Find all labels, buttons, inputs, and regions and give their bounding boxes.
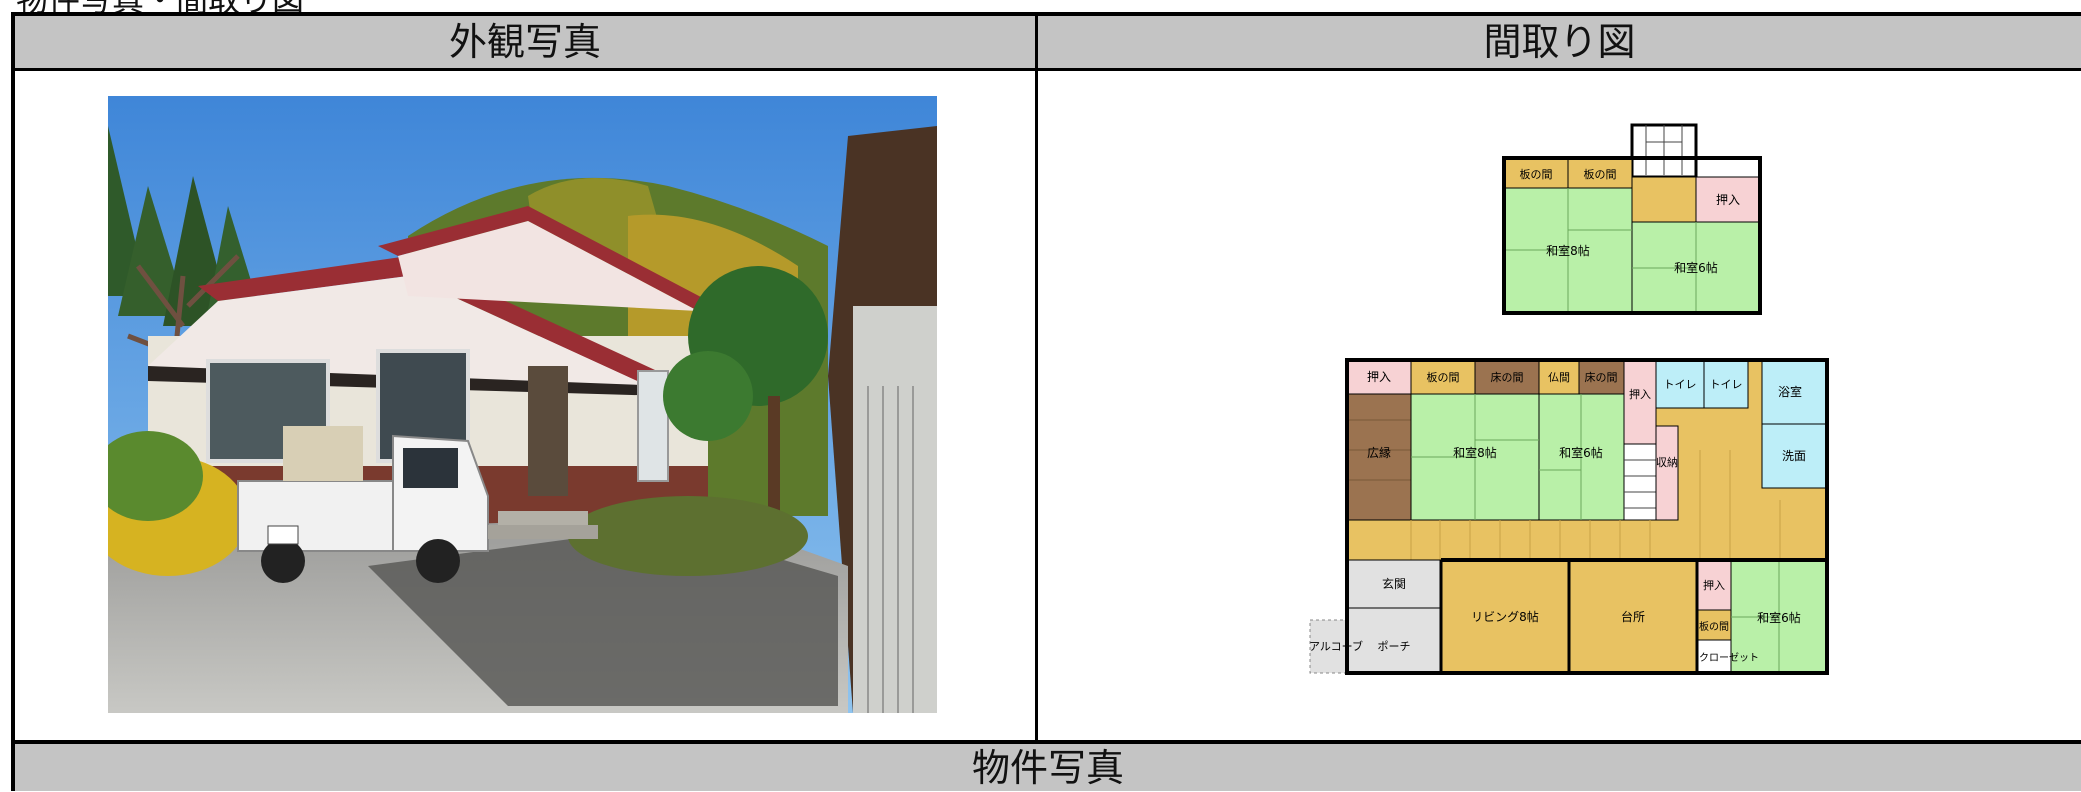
lower-butsuma: 仏間 — [1548, 371, 1570, 384]
lower-tokonoma-2: 床の間 — [1585, 370, 1618, 384]
lower-porch: ポーチ — [1378, 640, 1411, 653]
header-divider — [11, 68, 2081, 71]
column-divider — [1035, 12, 1038, 743]
lower-closet: クローゼット — [1699, 652, 1759, 664]
lower-washitsu-8: 和室8帖 — [1453, 445, 1497, 460]
lower-itanoma: 板の間 — [1427, 370, 1460, 384]
lower-bath: 浴室 — [1778, 384, 1802, 399]
lower-living: リビング8帖 — [1471, 609, 1539, 624]
lower-washitsu-6: 和室6帖 — [1559, 445, 1603, 460]
lower-oshiire-1: 押入 — [1367, 370, 1391, 384]
upper-floor — [1502, 123, 1762, 315]
lower-hiroen: 広縁 — [1367, 445, 1391, 460]
lower-shuno: 収納 — [1656, 456, 1678, 469]
upper-itanoma-2: 板の間 — [1584, 167, 1617, 181]
lower-senmen: 洗面 — [1782, 449, 1806, 463]
lower-alcove: アルコーブ — [1309, 639, 1363, 653]
property-photos-header: 物件写真 — [15, 744, 2081, 791]
lower-itanoma-2: 板の間 — [1699, 620, 1729, 633]
upper-washitsu-8: 和室8帖 — [1546, 243, 1590, 258]
table-border-left — [11, 12, 15, 791]
lower-kitchen: 台所 — [1621, 609, 1645, 624]
exterior-photo-header: 外観写真 — [15, 16, 1035, 68]
upper-itanoma-1: 板の間 — [1520, 167, 1553, 181]
table-border-top — [11, 12, 2081, 16]
lower-toilet-2: トイレ — [1710, 378, 1743, 391]
lower-floor — [1309, 358, 1829, 675]
lower-washitsu-6b: 和室6帖 — [1757, 610, 1801, 625]
upper-oshiire: 押入 — [1716, 193, 1740, 207]
floorplan-header: 間取り図 — [1038, 16, 2081, 68]
lower-toilet-1: トイレ — [1664, 378, 1697, 391]
upper-washitsu-6: 和室6帖 — [1674, 260, 1718, 275]
lower-oshiire-3: 押入 — [1703, 578, 1725, 592]
section-divider — [11, 740, 2081, 744]
lower-genkan: 玄関 — [1382, 576, 1406, 591]
lower-oshiire-2: 押入 — [1629, 387, 1651, 401]
lower-tokonoma-1: 床の間 — [1491, 370, 1524, 384]
floor-plan: 板の間 板の間 押入 和室8帖 和室6帖 — [1309, 123, 1829, 675]
exterior-photo — [108, 96, 937, 713]
